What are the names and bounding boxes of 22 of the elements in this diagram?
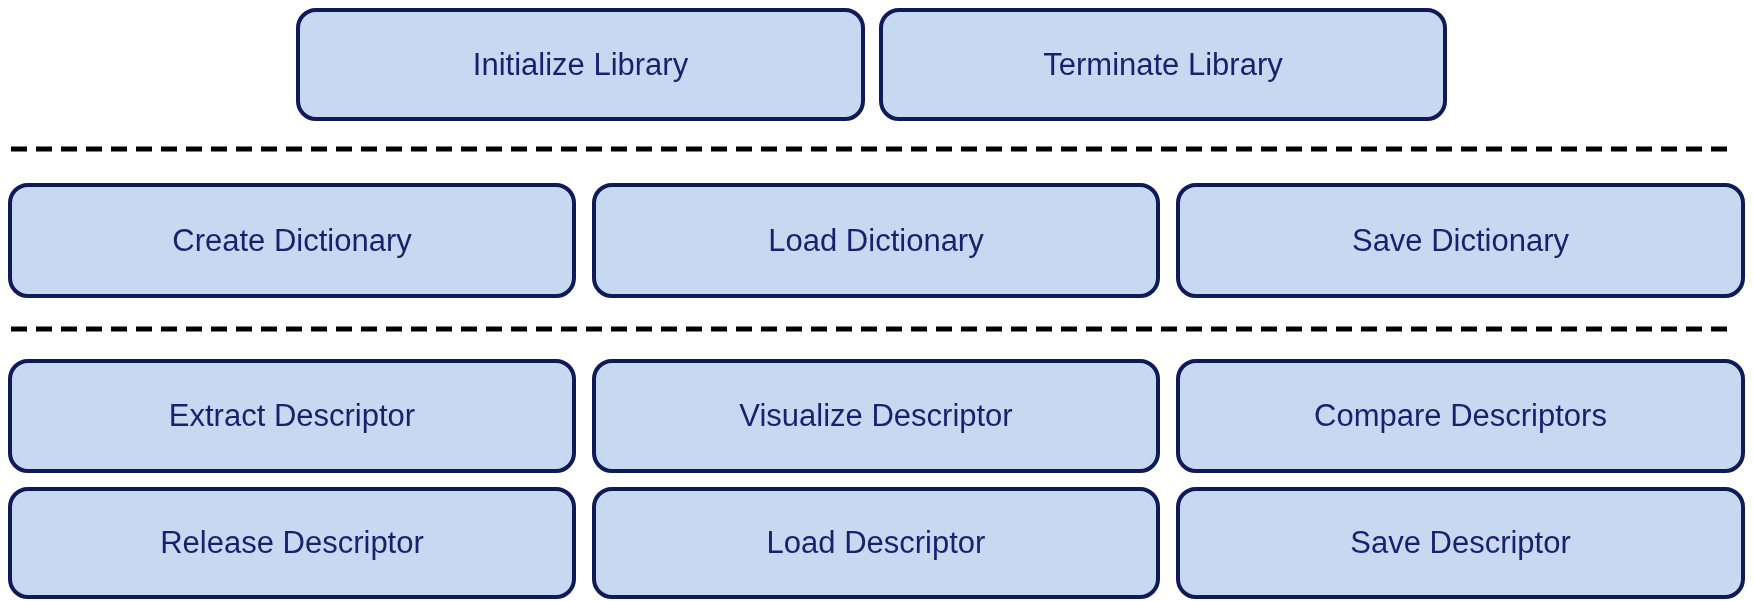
function-box	[296, 8, 865, 121]
box-label: Load Descriptor	[766, 525, 986, 561]
box-label: Initialize Library	[472, 46, 689, 83]
function-box	[879, 8, 1447, 121]
box-label: Visualize Descriptor	[739, 398, 1013, 434]
function-box	[1176, 183, 1745, 298]
box-label: Compare Descriptors	[1314, 398, 1607, 434]
box-label: Load Dictionary	[768, 222, 984, 259]
box-label: Create Dictionary	[172, 222, 412, 259]
function-box	[1176, 487, 1745, 599]
box-label: Save Descriptor	[1350, 525, 1571, 561]
function-box	[592, 487, 1160, 599]
function-box	[8, 183, 576, 298]
function-box	[8, 359, 576, 473]
box-label: Save Dictionary	[1351, 222, 1570, 259]
function-box	[1176, 359, 1745, 473]
function-box	[8, 487, 576, 599]
box-label: Terminate Library	[1043, 46, 1283, 83]
box-label: Extract Descriptor	[168, 398, 416, 434]
function-box	[592, 183, 1160, 298]
box-label: Release Descriptor	[160, 525, 424, 561]
function-box	[592, 359, 1160, 473]
